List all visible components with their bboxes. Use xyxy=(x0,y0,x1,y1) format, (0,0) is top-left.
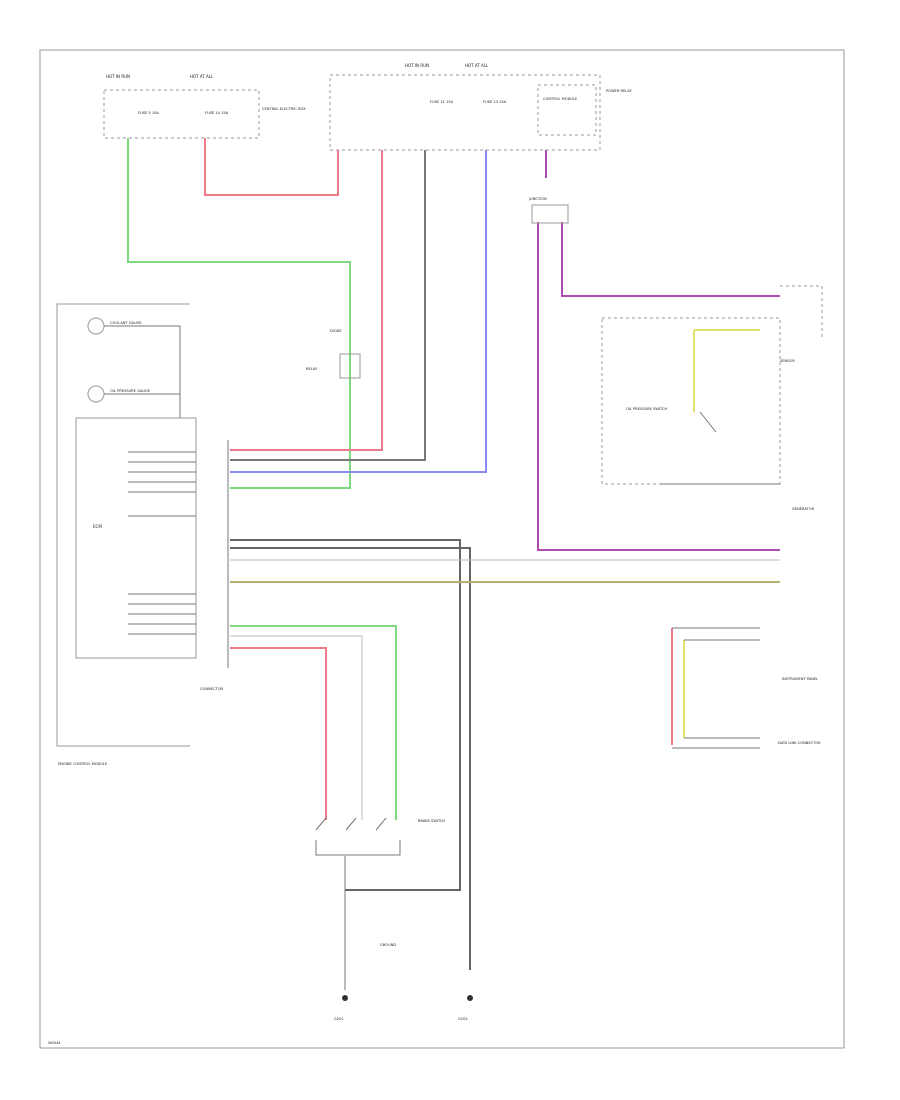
red-wire-main xyxy=(230,150,383,451)
light-wire-mid-2 xyxy=(230,635,363,820)
dim-module-label: ECM xyxy=(93,524,102,529)
generator-label: GENERATOR xyxy=(792,507,815,511)
engine-control-module-label: ENGINE CONTROL MODULE xyxy=(58,762,108,766)
green-wire-top xyxy=(127,138,351,489)
gray-wire-mid-1 xyxy=(230,539,461,891)
gauge-line-1 xyxy=(104,325,181,418)
red-wire-mid xyxy=(230,647,327,820)
ground-mid-label: G201 xyxy=(334,1017,344,1021)
brake-switch-bus xyxy=(315,840,401,856)
ground-left-label: GROUND xyxy=(380,943,396,947)
relay-label: RELAY xyxy=(306,367,318,371)
oil-gauge-icon xyxy=(87,385,105,403)
oil-gauge-label: OIL PRESSURE GAUGE xyxy=(110,389,151,393)
red-wire-top xyxy=(204,138,339,196)
relay-component xyxy=(339,353,361,379)
purple-wire-left xyxy=(537,222,780,551)
fuse-4-label: FUSE 13 15A xyxy=(483,100,507,104)
blue-wire-main xyxy=(230,150,487,473)
junction-label: JUNCTION xyxy=(528,197,547,201)
ground-left-icon xyxy=(342,995,348,1001)
fuse-left-note: CENTRAL ELECTRIC BOX xyxy=(262,107,306,111)
instrument-connector-lines xyxy=(672,627,760,641)
dim-inner xyxy=(75,417,197,659)
coolant-gauge-icon xyxy=(87,317,105,335)
relay-box xyxy=(537,84,597,136)
sensor-top-bracket xyxy=(780,285,823,340)
purple-wire-right xyxy=(561,222,780,297)
fuse-left-hot-label: HOT IN RUN xyxy=(106,74,130,79)
oil-switch-label: OIL PRESSURE SWITCH xyxy=(626,407,667,411)
connector-label: CONNECTOR xyxy=(200,687,224,691)
diagram-code: W0044 xyxy=(48,1041,61,1045)
fuse-right-hot2-label: HOT AT ALL xyxy=(465,63,489,68)
fuse-1-label: FUSE 5 10A xyxy=(138,111,159,115)
oil-switch-box xyxy=(601,317,781,485)
gray-wire-main xyxy=(230,150,426,461)
fuse-2-label: FUSE 14 15A xyxy=(205,111,229,115)
data-link-label: DATA LINK CONNECTOR xyxy=(778,741,821,745)
gray-wire-mid-2 xyxy=(230,547,471,970)
power-relay-label: POWER RELAY xyxy=(606,89,632,93)
diode-label: DIODE xyxy=(330,329,342,333)
dim-pin-lines-a xyxy=(128,451,196,493)
diagram-frame xyxy=(39,49,845,1049)
brake-switch-label: BRAKE SWITCH xyxy=(418,819,445,823)
fuse-box-right xyxy=(329,74,601,151)
coolant-gauge-label: COOLANT GAUGE xyxy=(110,321,142,325)
fuse-left-sub-label: HOT AT ALL xyxy=(190,74,214,79)
relay-box-label: CONTROL MODULE xyxy=(543,97,578,101)
fuse-box-left xyxy=(103,89,260,139)
dim-pin-lines-c xyxy=(128,593,196,635)
brake-switch-contacts xyxy=(315,817,387,831)
fuse-right-hot1-label: HOT IN RUN xyxy=(405,63,429,68)
ground-right-icon xyxy=(467,995,473,1001)
ground-right-label: G202 xyxy=(458,1017,468,1021)
junction-connector xyxy=(531,204,569,224)
green-wire-mid xyxy=(230,625,397,820)
sensor-top-label: SENSOR xyxy=(780,359,795,363)
instrument-label: INSTRUMENT PANEL xyxy=(782,677,818,681)
oil-switch-contact xyxy=(699,411,717,433)
data-link-lines xyxy=(672,737,760,749)
fuse-3-label: FUSE 11 15A xyxy=(430,100,454,104)
dim-outer xyxy=(56,303,190,747)
